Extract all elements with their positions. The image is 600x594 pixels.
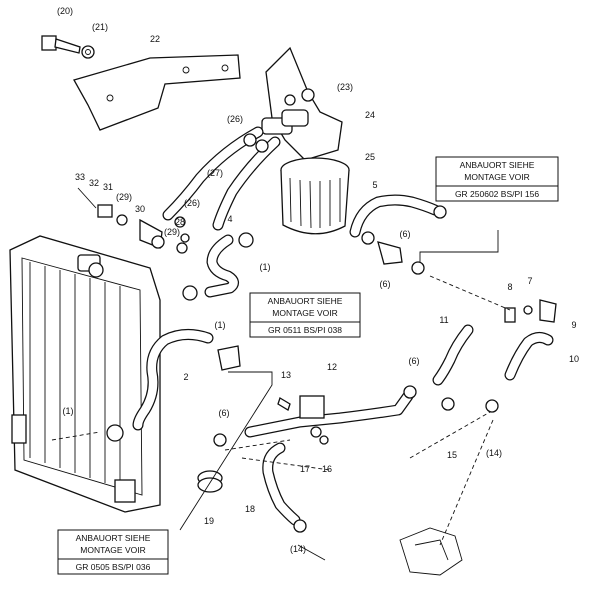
- part-label-p1c: (1): [63, 406, 74, 416]
- box2-line3: GR 0511 BS/PI 038: [268, 325, 342, 335]
- box1-line1: ANBAUORT SIEHE: [460, 160, 535, 170]
- part-label-p31: 31: [103, 182, 113, 192]
- hose-18: [262, 442, 307, 533]
- part-label-p13: 13: [281, 370, 291, 380]
- fittings: [441, 299, 557, 413]
- ref-box-2: ANBAUORT SIEHE MONTAGE VOIR GR 0511 BS/P…: [249, 292, 361, 338]
- part-label-p6b: (6): [380, 279, 391, 289]
- radiator: [9, 235, 161, 513]
- part-label-p2: 2: [183, 372, 188, 382]
- washer: [81, 45, 95, 59]
- ref-box-3: ANBAUORT SIEHE MONTAGE VOIR GR 0505 BS/P…: [57, 529, 169, 575]
- part-label-p15: 15: [447, 450, 457, 460]
- engine-outline: [399, 527, 463, 576]
- part-label-p6a: (6): [400, 229, 411, 239]
- box1-line3: GR 250602 BS/PI 156: [455, 189, 539, 199]
- part-label-p6c: (6): [409, 356, 420, 366]
- valve-assembly: [77, 187, 190, 254]
- ref-box-1: ANBAUORT SIEHE MONTAGE VOIR GR 250602 BS…: [435, 156, 559, 202]
- reference-lines: [51, 230, 511, 561]
- part-label-p4: 4: [227, 214, 232, 224]
- box3-line3: GR 0505 BS/PI 036: [76, 562, 151, 572]
- part-label-p26b: (26): [184, 198, 200, 208]
- heater-hoses: [162, 126, 281, 231]
- filter-head: [261, 46, 343, 161]
- part-label-p26a: (26): [227, 114, 243, 124]
- box1-line2: MONTAGE VOIR: [464, 172, 530, 182]
- box3-line2: MONTAGE VOIR: [80, 545, 146, 555]
- part-label-p30: 30: [135, 204, 145, 214]
- part-label-p20: (20): [57, 6, 73, 16]
- part-label-p27: (27): [207, 168, 223, 178]
- coolant-pipe: [213, 385, 417, 447]
- part-label-p16: 16: [322, 464, 332, 474]
- part-label-p7: 7: [527, 276, 532, 286]
- part-label-p21: (21): [92, 22, 108, 32]
- part-label-p11: 11: [439, 315, 448, 325]
- box3-line1: ANBAUORT SIEHE: [76, 533, 151, 543]
- hose-2: [106, 329, 241, 442]
- part-label-p17: 17: [300, 464, 310, 474]
- hose-5: [349, 194, 447, 275]
- part-label-p19: 19: [204, 516, 214, 526]
- bolt: [41, 35, 81, 54]
- part-label-p14b: (14): [290, 544, 306, 554]
- part-label-p10: 10: [569, 354, 579, 364]
- part-label-p9: 9: [571, 320, 576, 330]
- part-label-p12: 12: [327, 362, 337, 372]
- hose-11: [432, 324, 474, 386]
- part-label-p24: 24: [365, 110, 375, 120]
- grommet: [197, 470, 223, 493]
- box2-line1: ANBAUORT SIEHE: [268, 296, 343, 306]
- part-label-p5: 5: [372, 180, 377, 190]
- part-label-p1b: (1): [215, 320, 226, 330]
- part-label-p29a: (29): [116, 192, 132, 202]
- part-label-p1a: (1): [260, 262, 271, 272]
- part-label-p28: 28: [175, 217, 185, 227]
- part-label-p8: 8: [507, 282, 512, 292]
- hose-4: [182, 232, 254, 301]
- oil-filter: [280, 157, 350, 235]
- bracket: [73, 54, 241, 131]
- hose-10: [504, 331, 554, 381]
- part-label-p14a: (14): [486, 448, 502, 458]
- clamps: [310, 426, 329, 445]
- part-label-p25: 25: [365, 152, 375, 162]
- box2-line2: MONTAGE VOIR: [272, 308, 338, 318]
- part-label-p23: (23): [337, 82, 353, 92]
- part-label-p32: 32: [89, 178, 99, 188]
- part-label-p33: 33: [75, 172, 85, 182]
- part-label-p6d: (6): [219, 408, 230, 418]
- part-label-p18: 18: [245, 504, 255, 514]
- part-label-p29b: (29): [164, 227, 180, 237]
- part-label-p22: 22: [150, 34, 160, 44]
